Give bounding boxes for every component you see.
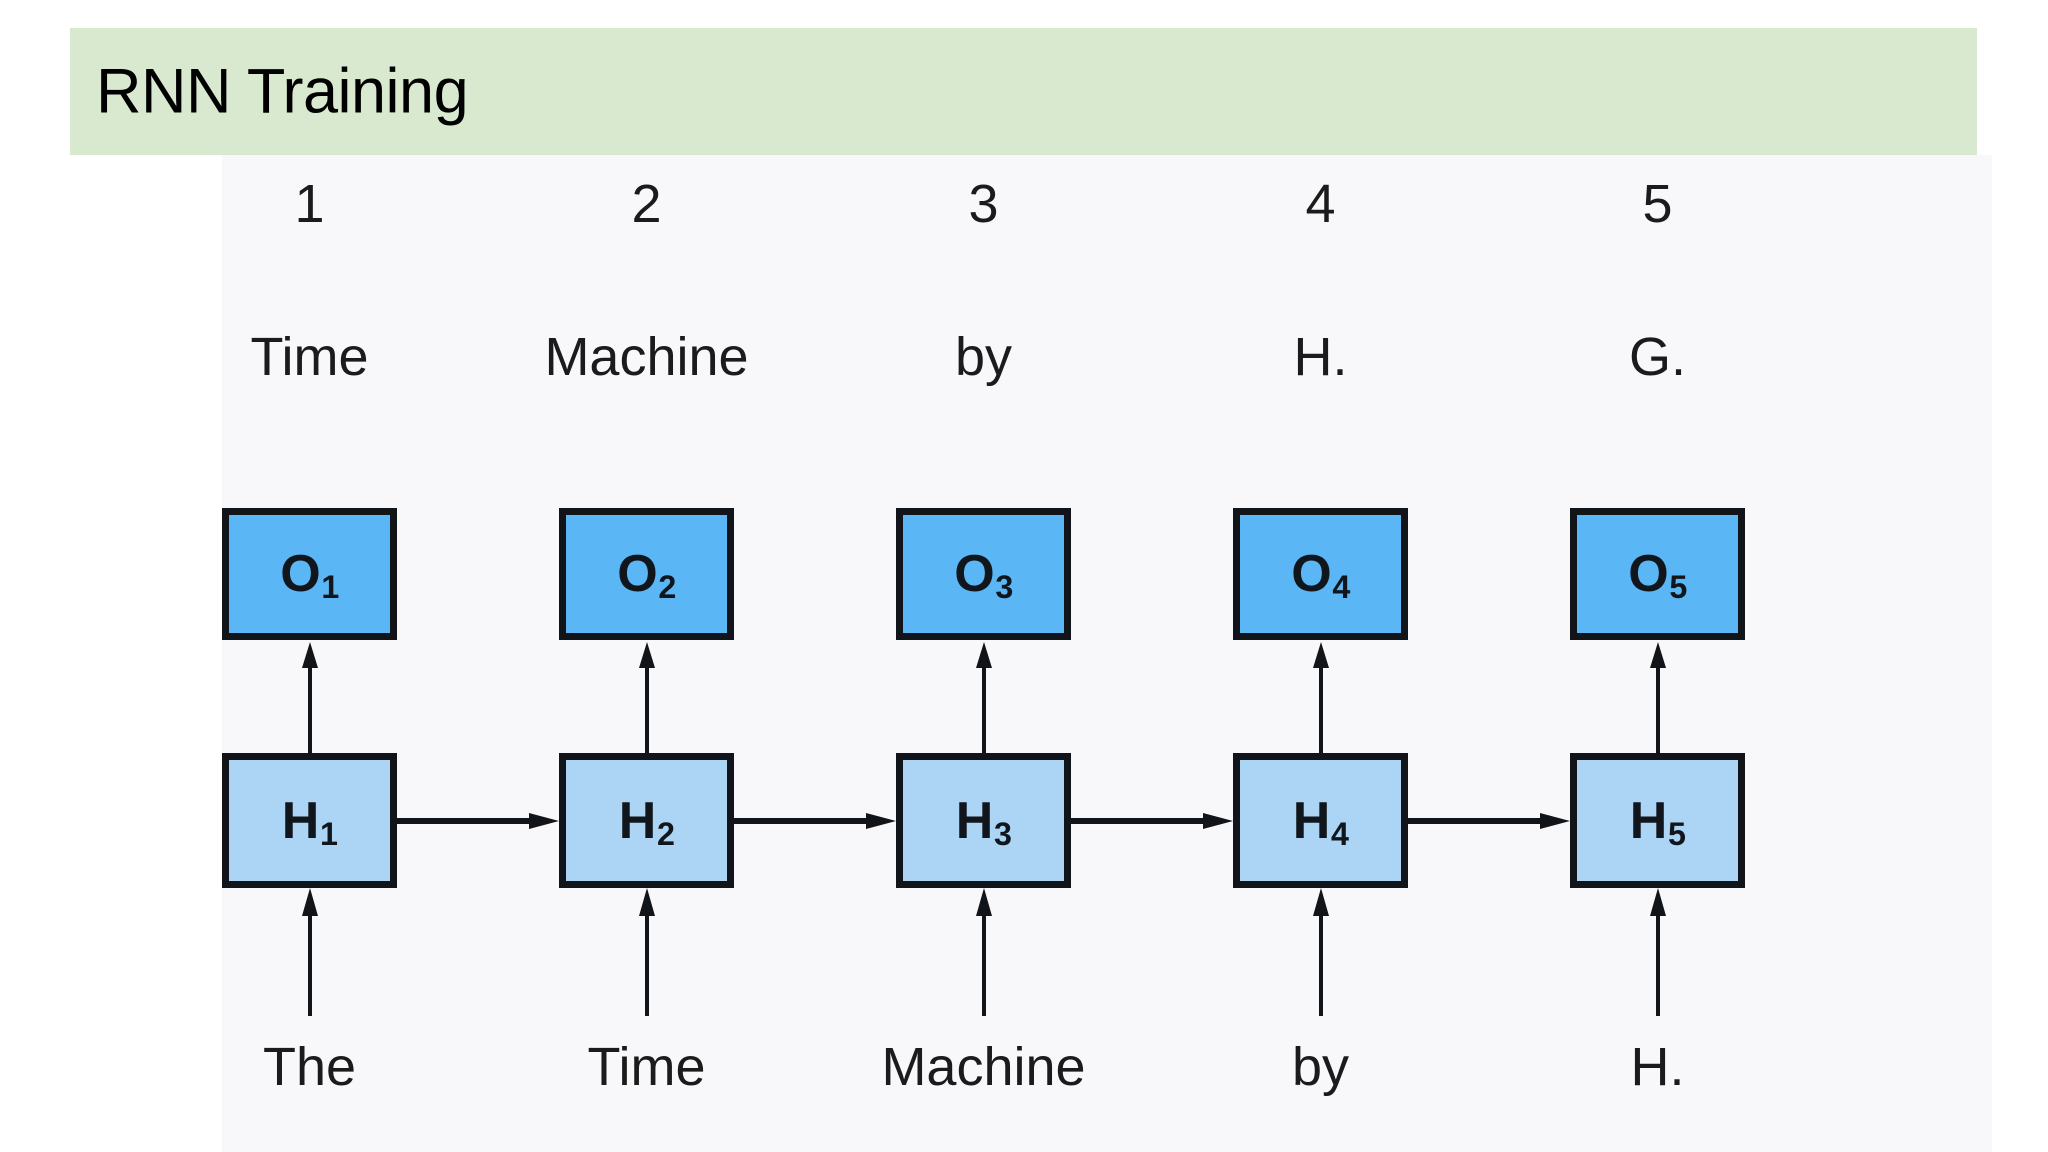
- page-title: RNN Training: [96, 56, 469, 126]
- hidden-box-3: H3: [896, 753, 1071, 888]
- arrow-input-to-hidden-3: [976, 888, 992, 1016]
- input-word-4: by: [1291, 1037, 1350, 1097]
- arrow-input-to-hidden-1: [302, 888, 318, 1016]
- arrow-hidden-to-output-5: [1650, 642, 1666, 755]
- hidden-box-label-2: H2: [618, 791, 675, 852]
- arrow-input-to-hidden-2: [639, 888, 655, 1016]
- arrow-hidden-recurrent-1-to-2: [397, 813, 559, 829]
- arrow-hidden-to-output-3: [976, 642, 992, 755]
- hidden-box-label-5: H5: [1629, 791, 1686, 852]
- input-word-2: Time: [587, 1037, 706, 1097]
- input-word-1: The: [262, 1037, 357, 1097]
- step-index-3: 3: [968, 174, 999, 234]
- output-box-5: O5: [1570, 508, 1745, 640]
- hidden-box-1: H1: [222, 753, 397, 888]
- timestep-column-1: 1 Time O1 H1 The: [222, 155, 559, 1152]
- timestep-column-2: 2 Machine O2 H2 Time: [544, 155, 896, 1152]
- target-word-4: H.: [1293, 327, 1348, 387]
- step-index-2: 2: [631, 174, 662, 234]
- hidden-box-2: H2: [559, 753, 734, 888]
- arrow-hidden-to-output-1: [302, 642, 318, 755]
- output-box-2: O2: [559, 508, 734, 640]
- output-box-4: O4: [1233, 508, 1408, 640]
- rnn-training-diagram: 1 Time O1 H1 The 2 Machine: [222, 155, 1992, 1152]
- hidden-box-label-3: H3: [955, 791, 1012, 852]
- hidden-box-4: H4: [1233, 753, 1408, 888]
- output-box-label-5: O5: [1628, 545, 1688, 606]
- arrow-hidden-to-output-4: [1313, 642, 1329, 755]
- arrow-hidden-to-output-2: [639, 642, 655, 755]
- output-box-label-3: O3: [954, 545, 1014, 606]
- step-index-4: 4: [1305, 174, 1336, 234]
- output-box-label-2: O2: [617, 545, 677, 606]
- output-box-3: O3: [896, 508, 1071, 640]
- output-box-1: O1: [222, 508, 397, 640]
- hidden-box-5: H5: [1570, 753, 1745, 888]
- input-word-5: H.: [1630, 1037, 1685, 1097]
- arrow-hidden-recurrent-3-to-4: [1071, 813, 1233, 829]
- target-word-2: Machine: [544, 327, 749, 387]
- target-word-1: Time: [250, 327, 369, 387]
- timestep-column-4: 4 H. O4 H4 by: [1233, 155, 1570, 1152]
- slide-title-banner: RNN Training: [70, 28, 1977, 155]
- target-word-3: by: [954, 327, 1013, 387]
- arrow-input-to-hidden-5: [1650, 888, 1666, 1016]
- input-word-3: Machine: [881, 1037, 1086, 1097]
- timestep-column-3: 3 by O3 H3 Machine: [881, 155, 1233, 1152]
- hidden-box-label-1: H1: [281, 791, 338, 852]
- step-index-1: 1: [294, 174, 325, 234]
- output-box-label-1: O1: [280, 545, 340, 606]
- target-word-5: G.: [1628, 327, 1686, 387]
- arrow-hidden-recurrent-4-to-5: [1408, 813, 1570, 829]
- arrow-hidden-recurrent-2-to-3: [734, 813, 896, 829]
- timestep-column-5: 5 G. O5 H5 H.: [1570, 155, 1745, 1152]
- hidden-box-label-4: H4: [1292, 791, 1349, 852]
- arrow-input-to-hidden-4: [1313, 888, 1329, 1016]
- step-index-5: 5: [1642, 174, 1673, 234]
- output-box-label-4: O4: [1291, 545, 1351, 606]
